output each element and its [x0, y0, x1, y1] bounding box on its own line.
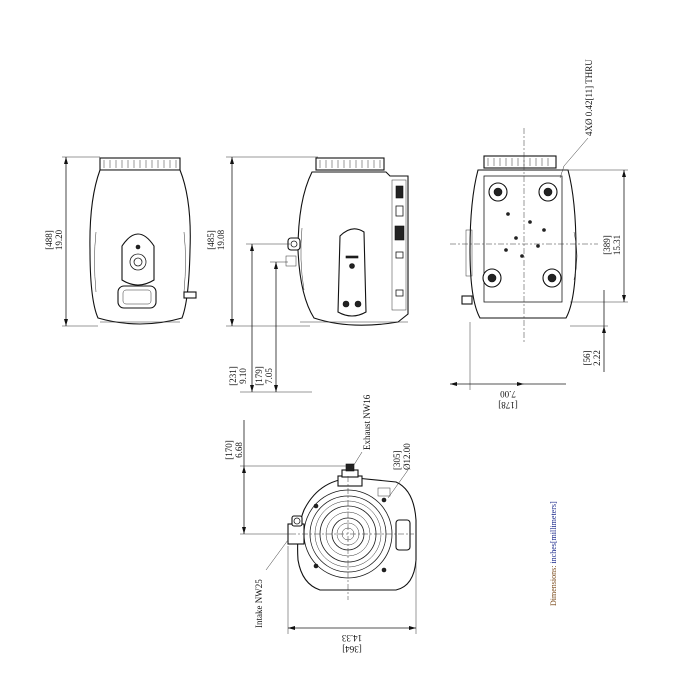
flange-dia-in: Ø12.00: [402, 443, 412, 470]
dim-front-height: [488] 19.20: [44, 156, 100, 327]
dim-bottom-width: 7.00 [178]: [450, 322, 566, 410]
side-offset-b-mm: [179]: [254, 366, 264, 386]
side-height-in: 19.08: [216, 229, 226, 250]
top-offset-in: 6.68: [234, 442, 244, 458]
dim-bottom-height: [389] 15.31: [560, 169, 628, 303]
top-width-mm: [364]: [342, 644, 362, 654]
dim-top-offset: [170] 6.68: [224, 420, 346, 535]
bottom-width-in: 7.00: [500, 389, 516, 399]
side-offset-b-in: 7.05: [264, 368, 274, 384]
bottom-view: [461, 155, 578, 319]
side-view: [285, 157, 409, 326]
units-note-main: inches[millimeters]: [549, 501, 558, 564]
bottom-height-in: 15.31: [612, 235, 622, 255]
side-offset-a-mm: [231]: [228, 366, 238, 386]
exhaust-label: Exhaust NW16: [362, 394, 372, 450]
flange-callout: [305] Ø12.00: [387, 443, 412, 499]
dim-side-offset-b: [179] 7.05: [254, 261, 288, 392]
hole-spec-callout: 4XØ 0.42[11] THRU: [559, 59, 594, 179]
front-height-mm: [488]: [44, 230, 54, 250]
front-height-in: 19.20: [54, 229, 64, 250]
hole-spec-label: 4XØ 0.42[11] THRU: [584, 59, 594, 136]
dim-top-width: 14.33 [364]: [287, 546, 417, 654]
top-view: [287, 463, 417, 591]
units-note: Dimensions: inches[millimeters]: [549, 501, 558, 606]
top-width-in: 14.33: [341, 633, 362, 643]
top-offset-mm: [170]: [224, 440, 234, 460]
dim-side-height: [485] 19.08: [206, 156, 318, 327]
units-note-prefix: Dimensions:: [549, 564, 558, 606]
front-view: [89, 157, 197, 325]
intake-label: Intake NW25: [254, 579, 264, 628]
bottom-offset-in: 2.22: [592, 350, 602, 366]
bottom-width-mm: [178]: [498, 400, 518, 410]
bottom-height-mm: [389]: [602, 235, 612, 255]
bottom-offset-mm: [56]: [582, 351, 592, 366]
intake-callout: Intake NW25: [254, 539, 289, 628]
side-offset-a-in: 9.10: [238, 368, 248, 384]
flange-dia-mm: [305]: [392, 451, 402, 471]
dim-bottom-offset: [56] 2.22: [570, 290, 608, 372]
side-height-mm: [485]: [206, 230, 216, 250]
exhaust-callout: Exhaust NW16: [351, 394, 372, 469]
